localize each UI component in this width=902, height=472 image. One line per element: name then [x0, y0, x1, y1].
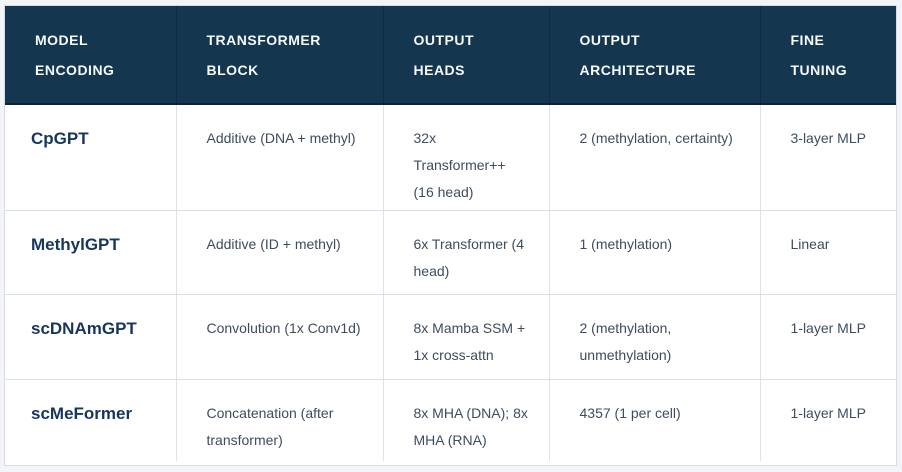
output-heads-cell: 32x Transformer++ (16 head): [383, 104, 550, 211]
column-header-output-heads: OUTPUT HEADS: [383, 6, 550, 105]
fine-tuning-cell: 3-layer MLP: [760, 104, 896, 211]
column-header-fine-tuning: FINE TUNING: [760, 6, 896, 105]
table-row: scDNAmGPT Convolution (1x Conv1d) 8x Mam…: [5, 294, 896, 380]
model-comparison-table-container: MODEL ENCODING TRANSFORMER BLOCK OUTPUT …: [4, 5, 897, 466]
transformer-block-cell: Concatenation (after transformer): [176, 379, 384, 461]
model-name-cell: scDNAmGPT: [5, 294, 177, 380]
output-heads-cell: 8x Mamba SSM + 1x cross-attn: [383, 294, 550, 380]
column-header-model-encoding: MODEL ENCODING: [5, 6, 177, 105]
model-name-cell: scMeFormer: [5, 379, 177, 461]
output-heads-cell: 8x MHA (DNA); 8x MHA (RNA): [383, 379, 550, 461]
fine-tuning-cell: 1-layer MLP: [760, 379, 896, 461]
transformer-block-cell: Convolution (1x Conv1d): [176, 294, 384, 380]
table-row: CpGPT Additive (DNA + methyl) 32x Transf…: [5, 104, 896, 211]
table-body: CpGPT Additive (DNA + methyl) 32x Transf…: [5, 104, 896, 461]
table-header: MODEL ENCODING TRANSFORMER BLOCK OUTPUT …: [5, 6, 896, 105]
table-row: scMeFormer Concatenation (after transfor…: [5, 379, 896, 461]
output-heads-cell: 6x Transformer (4 head): [383, 210, 550, 295]
transformer-block-cell: Additive (ID + methyl): [176, 210, 384, 295]
column-header-transformer-block: TRANSFORMER BLOCK: [176, 6, 384, 105]
model-name-cell: MethylGPT: [5, 210, 177, 295]
model-comparison-table: MODEL ENCODING TRANSFORMER BLOCK OUTPUT …: [5, 6, 896, 461]
column-header-output-architecture: OUTPUT ARCHITECTURE: [549, 6, 761, 105]
header-row: MODEL ENCODING TRANSFORMER BLOCK OUTPUT …: [5, 6, 896, 105]
fine-tuning-cell: 1-layer MLP: [760, 294, 896, 380]
output-architecture-cell: 2 (methylation, unmethylation): [549, 294, 761, 380]
output-architecture-cell: 2 (methylation, certainty): [549, 104, 761, 211]
model-name-cell: CpGPT: [5, 104, 177, 211]
table-row: MethylGPT Additive (ID + methyl) 6x Tran…: [5, 210, 896, 295]
fine-tuning-cell: Linear: [760, 210, 896, 295]
transformer-block-cell: Additive (DNA + methyl): [176, 104, 384, 211]
output-architecture-cell: 4357 (1 per cell): [549, 379, 761, 461]
output-architecture-cell: 1 (methylation): [549, 210, 761, 295]
